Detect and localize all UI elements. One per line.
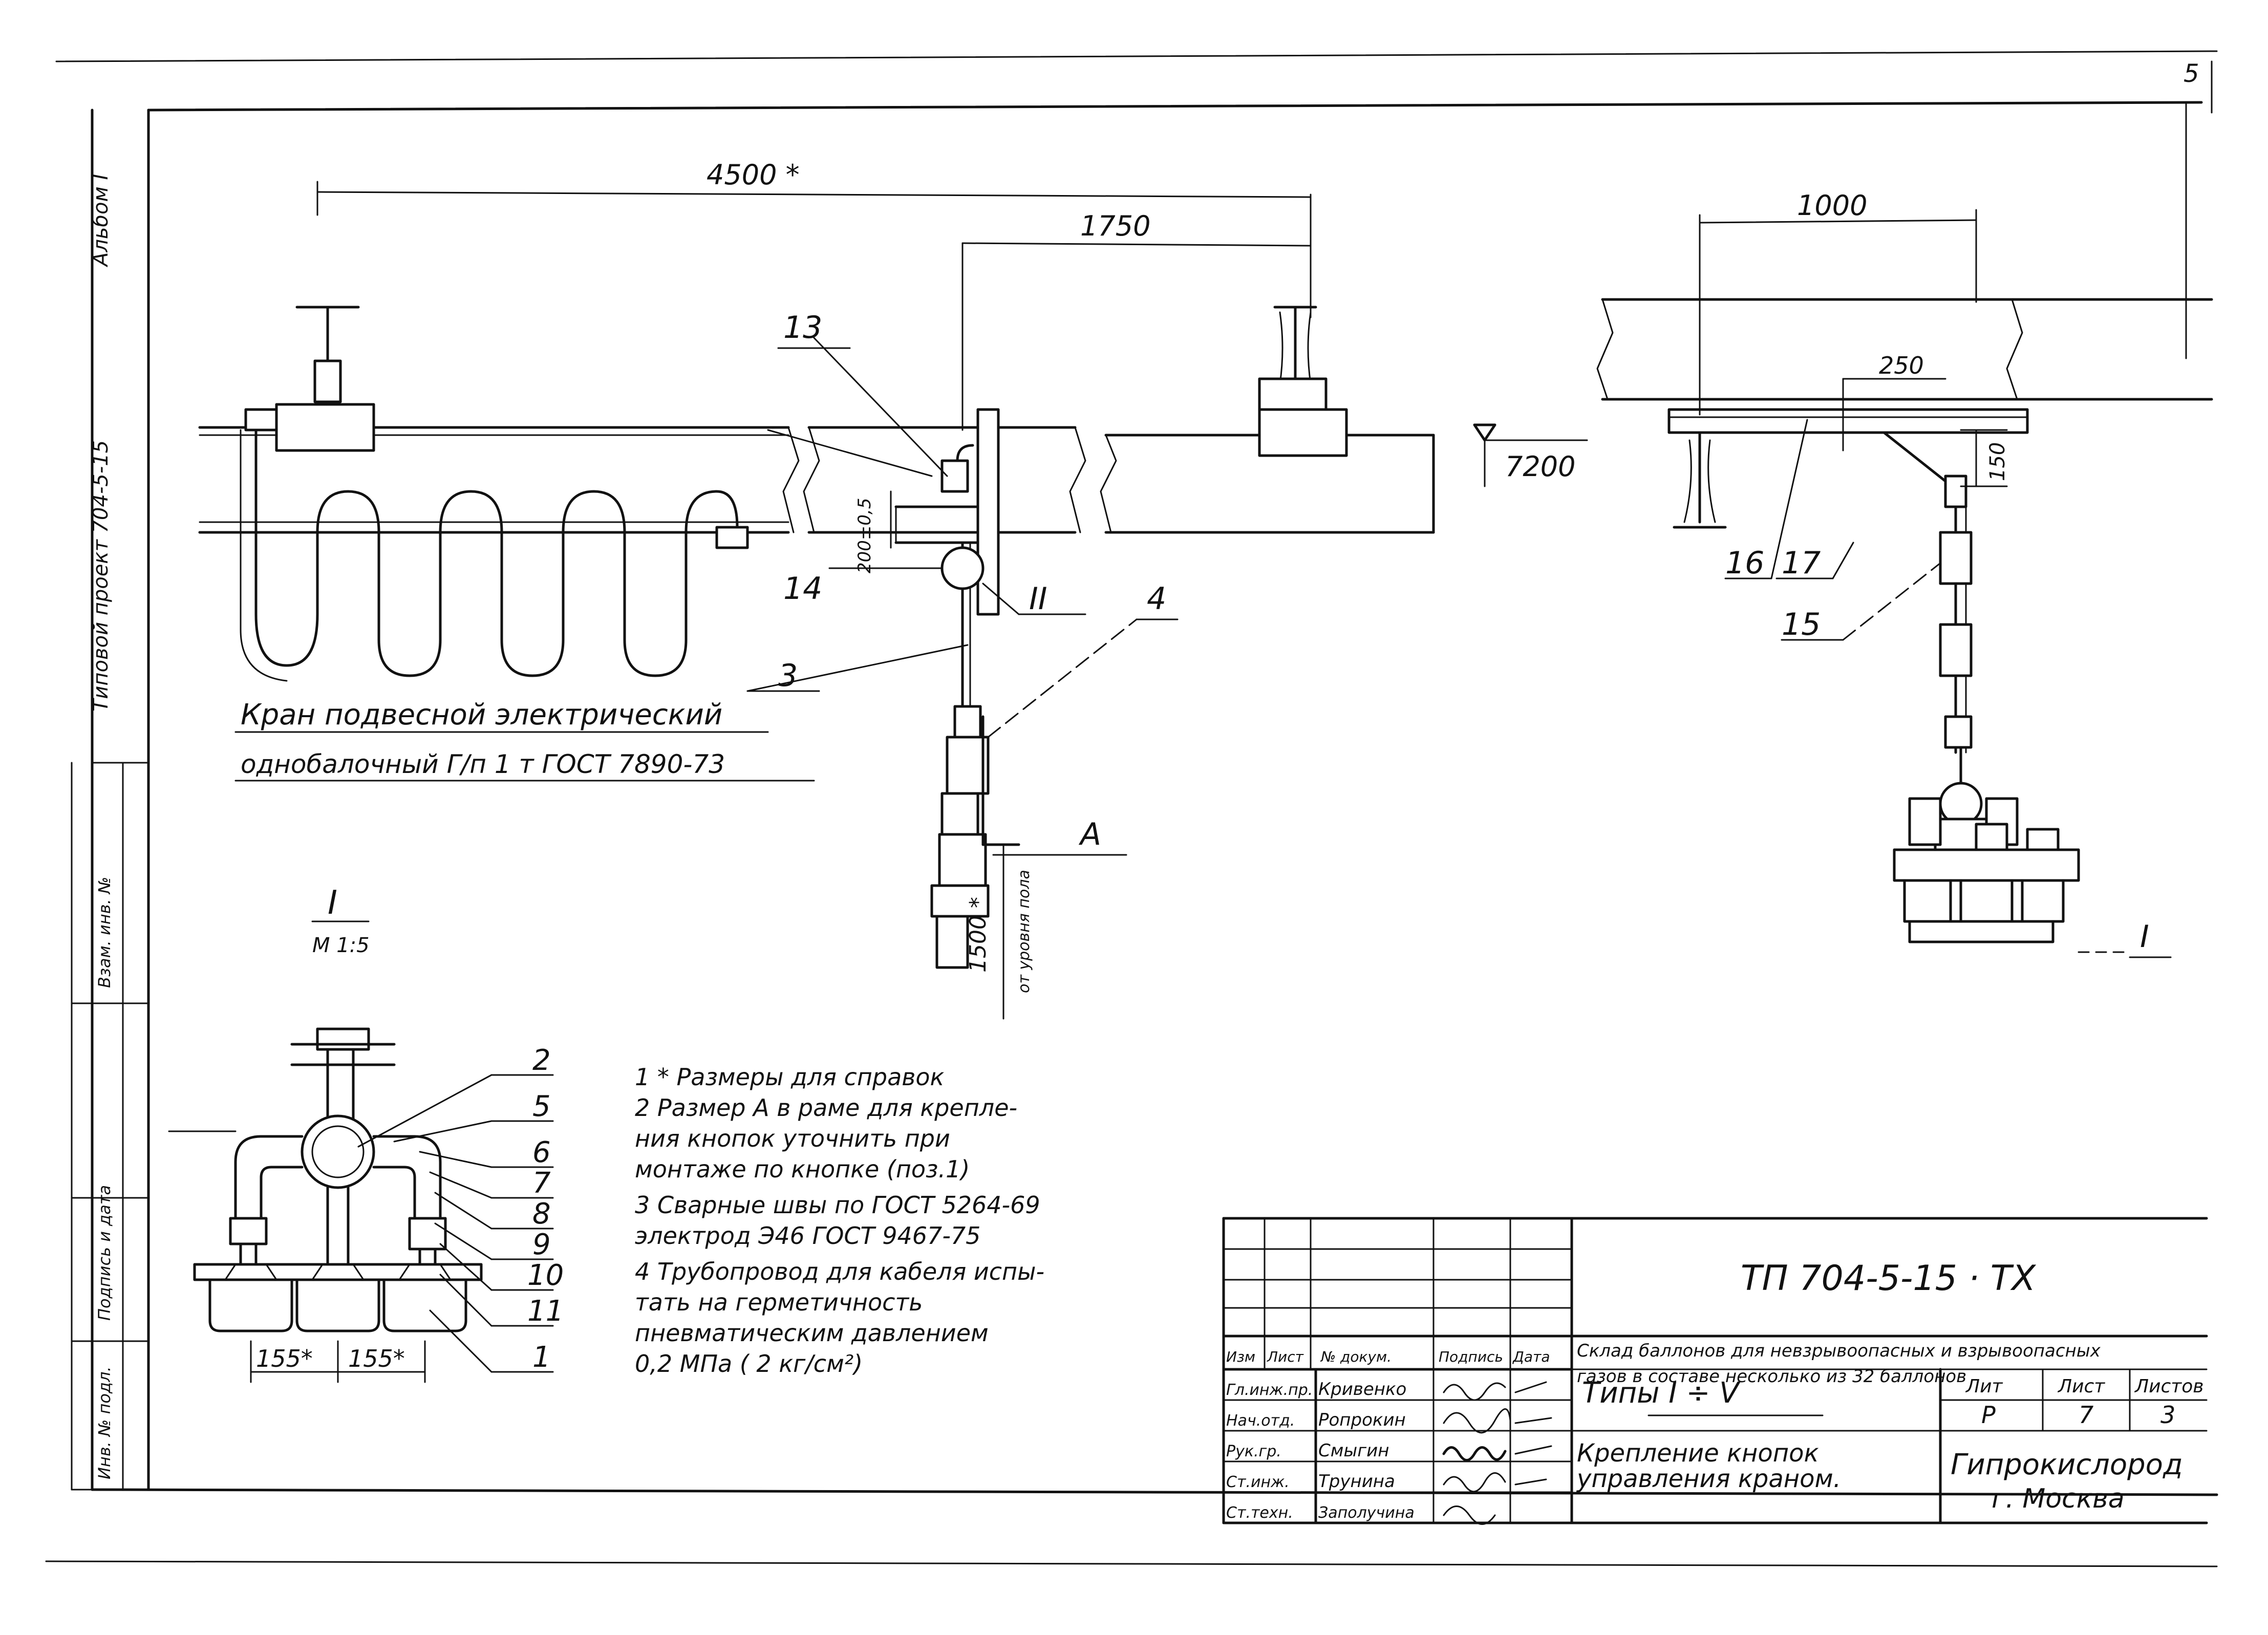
value-sheet: 7: [2079, 1401, 2093, 1429]
dim-1000: 1000: [1797, 189, 1867, 222]
person-name: Ропрокин: [1318, 1410, 1406, 1430]
value-sheets: 3: [2160, 1401, 2175, 1429]
role: Ст.техн.: [1226, 1504, 1293, 1522]
detail-callout-10: 10: [527, 1259, 564, 1292]
callout-leaders-main: [746, 337, 1179, 856]
callout-4: 4: [1147, 581, 1166, 617]
note-line: 3 Сварные швы по ГОСТ 5264-69: [635, 1191, 1040, 1219]
note-line: пневматическим давлением: [635, 1319, 989, 1347]
col-date: Дата: [1512, 1348, 1550, 1365]
person-name: Смыгин: [1318, 1440, 1389, 1461]
detail-scale: М 1:5: [312, 934, 370, 957]
note-line: 0,2 МПа ( 2 кг/см²): [635, 1350, 863, 1378]
dim-1500: 1500 *: [965, 897, 991, 973]
title-block: [1222, 1217, 2208, 1524]
organization-city: г. Москва: [1992, 1483, 2125, 1514]
signatures: [1442, 1381, 1552, 1525]
person-name: Кривенко: [1318, 1379, 1406, 1400]
drawing-code: ТП 704-5-15 · ТХ: [1741, 1258, 2036, 1299]
role: Ст.инж.: [1226, 1473, 1290, 1491]
detail-callout-9: 9: [532, 1228, 551, 1261]
callout-17: 17: [1782, 545, 1821, 581]
side-stamp: Альбом I Типовой проект 704-5-15 Взам. и…: [71, 109, 149, 1491]
note-line: монтаже по кнопке (поз.1): [635, 1155, 970, 1183]
album-label: Альбом I: [89, 174, 113, 268]
detail-callout-11: 11: [527, 1295, 564, 1328]
detail-callout-8: 8: [532, 1197, 551, 1231]
stamp-row-signature: Подпись и дата: [95, 1185, 114, 1321]
callout-13: 13: [783, 310, 822, 346]
callout-16: 16: [1725, 545, 1764, 581]
dim-1500-note: от уровня пола: [1015, 870, 1033, 993]
col-doc: № докум.: [1320, 1348, 1392, 1365]
header-sheets: Листов: [2134, 1376, 2203, 1397]
stamp-row-inventory: Инв. № подл.: [95, 1366, 114, 1479]
header-sheet: Лист: [2057, 1376, 2105, 1397]
dim-250: 250: [1879, 352, 1924, 379]
person-name: Заполучина: [1318, 1504, 1415, 1522]
col-list: Лист: [1267, 1348, 1304, 1365]
detail-callout-7: 7: [532, 1167, 551, 1200]
note-line: 1 * Размеры для справок: [635, 1063, 945, 1091]
organization-name: Гипрокислород: [1951, 1448, 2183, 1481]
person-name: Трунина: [1318, 1471, 1395, 1492]
types-label: Типы I ÷ V: [1582, 1376, 1741, 1410]
role: Нач.отд.: [1226, 1412, 1295, 1430]
sheet-name-2: управления краном.: [1576, 1465, 1841, 1493]
crane-label-line1: Кран подвесной электрический: [241, 698, 722, 732]
note-line: электрод Э46 ГОСТ 9467-75: [635, 1222, 980, 1250]
dim-150: 150: [1986, 442, 2009, 481]
role: Рук.гр.: [1226, 1443, 1281, 1460]
project-description-1: Склад баллонов для невзрывоопасных и взр…: [1577, 1341, 2101, 1361]
note-line: ния кнопок уточнить при: [635, 1125, 950, 1152]
detail-title: I: [328, 884, 337, 922]
sheet-name-1: Крепление кнопок: [1577, 1439, 1819, 1468]
note-line: тать на герметичность: [635, 1288, 923, 1316]
value-lit: Р: [1981, 1401, 1996, 1429]
side-view: [1596, 298, 2213, 943]
dim-4500: 4500 *: [707, 159, 800, 191]
note-line: 4 Трубопровод для кабеля испы-: [635, 1258, 1044, 1285]
notes-block: 1 * Размеры для справок 2 Размер А в рам…: [635, 1063, 1044, 1378]
stamp-row-replaced: Взам. инв. №: [95, 877, 114, 988]
detail-callout-2: 2: [532, 1044, 551, 1077]
callout-15: 15: [1782, 607, 1821, 642]
callout-14: 14: [783, 571, 822, 607]
dim-200: 200±0,5: [854, 498, 875, 573]
crane-label-line2: однобалочный Г/п 1 т ГОСТ 7890-73: [241, 749, 725, 779]
detail-assembly: [168, 1027, 554, 1383]
dimension-lines-side: [1699, 209, 2008, 487]
detail-callout-5: 5: [532, 1090, 551, 1123]
callout-II: II: [1029, 581, 1047, 617]
dim-155-left: 155*: [256, 1345, 313, 1372]
dim-7200: 7200: [1505, 450, 1575, 483]
callout-leaders-side: [1724, 419, 2172, 958]
sheet-border: [45, 50, 2218, 1567]
role: Гл.инж.пр.: [1226, 1381, 1313, 1399]
corner-mark: 5: [2184, 59, 2199, 88]
dim-155-right: 155*: [348, 1345, 405, 1372]
detail-callout-1: 1: [532, 1341, 551, 1374]
dim-1750: 1750: [1080, 210, 1150, 242]
project-description-2-visible: газов в составе несколько из 32 баллонов: [1577, 1366, 1966, 1387]
callout-A: А: [1078, 816, 1101, 852]
note-line: 2 Размер А в раме для крепле-: [635, 1094, 1017, 1122]
col-izm: Изм: [1226, 1348, 1255, 1365]
header-lit: Лит: [1965, 1376, 2003, 1397]
callout-3: 3: [778, 658, 798, 694]
callout-I-ref: I: [2140, 919, 2149, 955]
crane-girder: [198, 306, 1435, 969]
project-label: Типовой проект 704-5-15: [89, 440, 113, 712]
detail-callout-6: 6: [532, 1136, 551, 1169]
col-sign: Подпись: [1439, 1348, 1503, 1365]
